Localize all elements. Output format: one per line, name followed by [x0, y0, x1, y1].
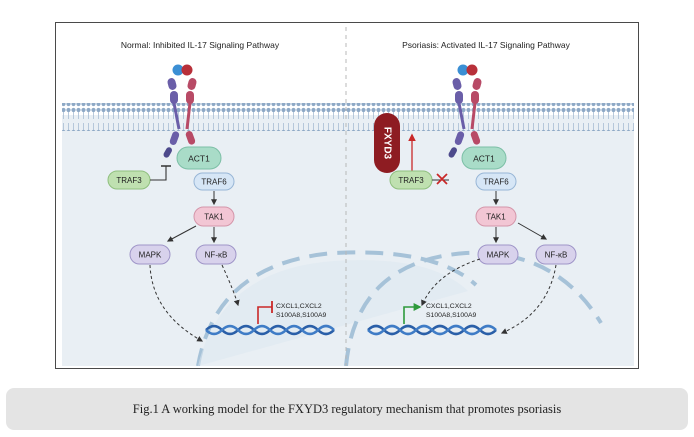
caption-box: Fig.1 A working model for the FXYD3 regu… — [6, 388, 688, 430]
pathway-diagram: Normal: Inhibited IL-17 Signaling Pathwa… — [62, 27, 634, 366]
right-tak1-to-nfkb-arrow — [517, 222, 548, 240]
left-mapk-label: MAPK — [139, 251, 162, 260]
left-traf6-node: TRAF6 — [193, 172, 235, 191]
right-mapk-label: MAPK — [487, 251, 510, 260]
left-mapk-dashed-arrow — [149, 264, 204, 342]
figure-caption: Fig.1 A working model for the FXYD3 regu… — [132, 401, 562, 416]
left-act1-node: ACT1 — [176, 146, 222, 170]
fxyd3-label: FXYD3 — [381, 127, 392, 160]
left-nfkb-dashed-arrow — [221, 264, 240, 307]
right-receptor — [448, 64, 482, 158]
right-mapk-node: MAPK — [477, 244, 519, 265]
right-tak1-label: TAK1 — [486, 213, 506, 222]
left-panel-title: Normal: Inhibited IL-17 Signaling Pathwa… — [121, 40, 280, 50]
right-panel-title: Psoriasis: Activated IL-17 Signaling Pat… — [402, 40, 570, 50]
left-traf3-label: TRAF3 — [116, 176, 142, 185]
right-mapk-dashed-arrow — [421, 258, 481, 307]
right-act1-node: ACT1 — [461, 146, 507, 170]
cell-background — [62, 27, 634, 366]
figure-frame: Normal: Inhibited IL-17 Signaling Pathwa… — [55, 22, 639, 369]
left-mapk-node: MAPK — [129, 244, 171, 265]
right-act1-label: ACT1 — [473, 154, 495, 164]
left-act1-label: ACT1 — [188, 154, 210, 164]
left-tak1-label: TAK1 — [204, 213, 224, 222]
left-tak1-to-mapk-arrow — [166, 225, 197, 242]
left-receptor — [163, 64, 197, 158]
left-traf3-inhibit-line — [150, 166, 167, 181]
right-dna — [367, 324, 497, 336]
left-tak1-node: TAK1 — [193, 206, 235, 227]
right-traf3-node: TRAF3 — [389, 170, 433, 190]
right-traf6-node: TRAF6 — [475, 172, 517, 191]
left-nfkb-node: NF-κB — [195, 244, 237, 265]
right-gene-line1: CXCL1,CXCL2 — [426, 303, 472, 310]
cell-membrane — [62, 103, 634, 131]
right-tak1-node: TAK1 — [475, 206, 517, 227]
right-nfkb-label: NF-κB — [545, 251, 568, 260]
left-traf6-label: TRAF6 — [201, 178, 227, 187]
right-gene-line2: S100A8,S100A9 — [426, 312, 476, 319]
left-dna — [205, 324, 335, 336]
left-gene-line1: CXCL1,CXCL2 — [276, 303, 322, 310]
left-promoter-inhibit — [257, 306, 272, 324]
right-traf6-label: TRAF6 — [483, 178, 509, 187]
right-nucleus — [344, 250, 603, 366]
right-promoter-activate — [403, 303, 422, 324]
right-traf3-blocked-cross — [436, 173, 448, 185]
left-gene-line2: S100A8,S100A9 — [276, 312, 326, 319]
left-traf3-node: TRAF3 — [107, 170, 151, 190]
fxyd3-protein: FXYD3 — [374, 113, 400, 173]
right-nfkb-dashed-arrow — [500, 264, 557, 334]
right-nfkb-node: NF-κB — [535, 244, 577, 265]
right-traf3-label: TRAF3 — [398, 176, 424, 185]
left-nfkb-label: NF-κB — [205, 251, 228, 260]
